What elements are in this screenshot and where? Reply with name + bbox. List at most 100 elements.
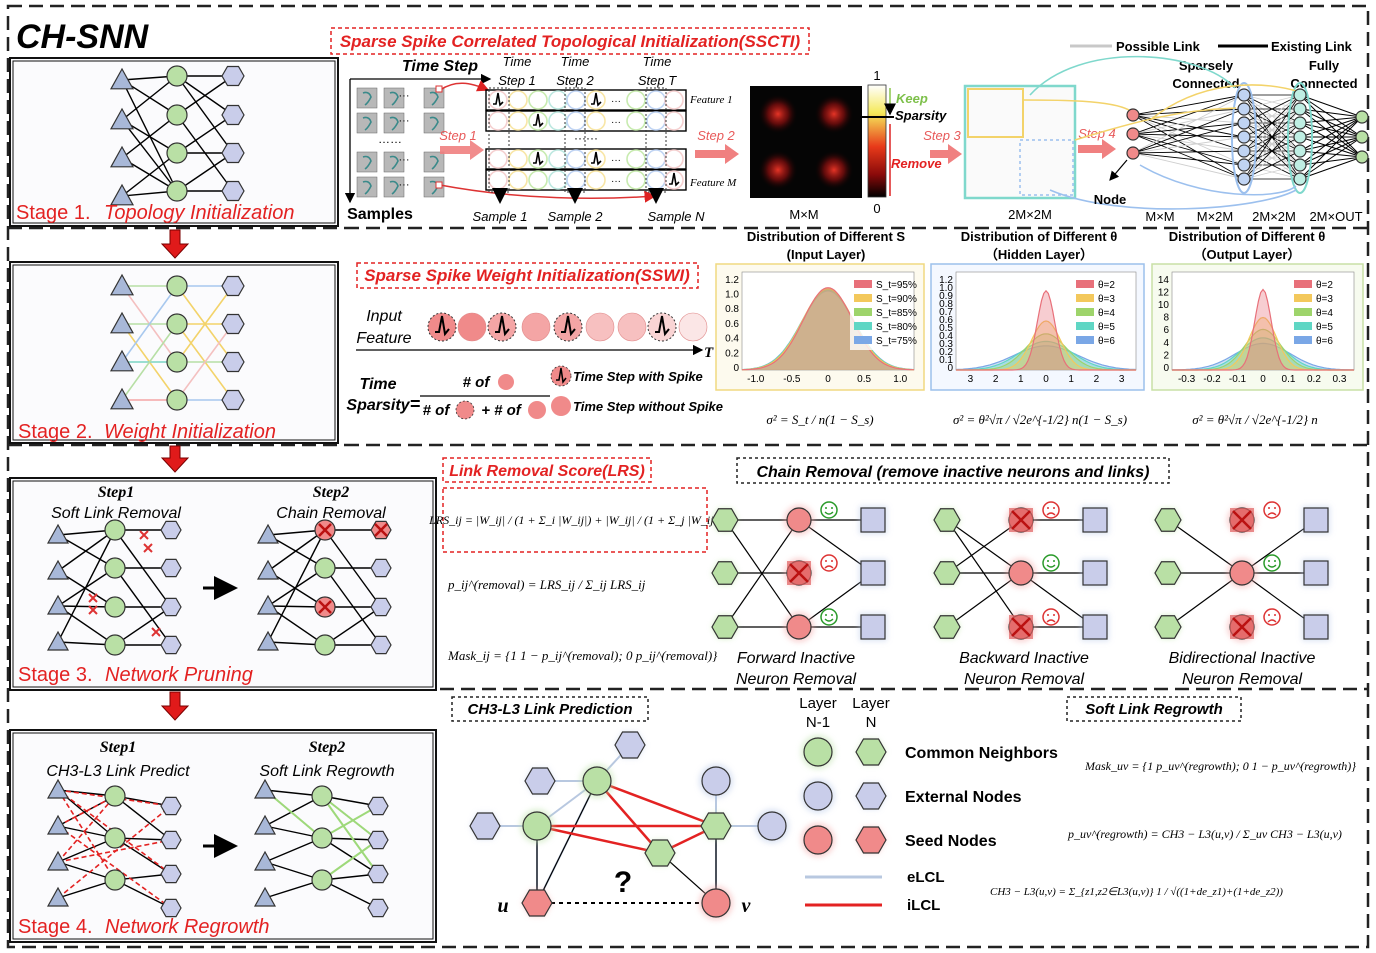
predicted-link: [57, 825, 172, 909]
stage3-soft-link-removal: Soft Link Removal: [51, 505, 181, 522]
legend-swatch: [1294, 336, 1312, 344]
output-node: [367, 898, 389, 918]
x-tick-label: -1.0: [747, 374, 765, 385]
time-step-bubble: [521, 312, 551, 342]
sample-link-bottom: [439, 184, 657, 203]
hidden-neuron: [1237, 88, 1251, 102]
time-step-circle: [626, 170, 646, 190]
neighbor-link: [536, 780, 598, 904]
stage2-label-prefix: Stage 2.: [18, 421, 93, 443]
ch3-formula: CH3 − L3(u,v) = Σ_{z1,z2∈L3(u,v)} 1 / √(…: [990, 886, 1283, 898]
stage2-label-name: Weight Initialization: [104, 421, 276, 443]
ts2-b: Step 2: [556, 73, 594, 88]
series-line: [955, 345, 1137, 371]
sparse-link: [1132, 94, 1245, 116]
dim-mx2m: M×2M: [1197, 209, 1233, 224]
predicted-link: [57, 789, 116, 881]
ch3-node-ext: [524, 767, 556, 795]
stage4-link-predict: CH3-L3 Link Predict: [46, 763, 190, 780]
mnist-row-dots: ···: [399, 115, 410, 127]
y-tick-label: 8: [1163, 313, 1169, 324]
forward-b: Neuron Removal: [736, 671, 857, 688]
hidden-neuron: [1293, 172, 1307, 186]
input-node: [46, 559, 70, 580]
legend-common-circle: [803, 737, 833, 767]
spike-row-dots: ···: [611, 176, 621, 187]
hidden-node: [311, 827, 333, 849]
mnist-thumbnail: [383, 112, 405, 134]
y-tick-label: 0.3: [939, 339, 953, 350]
layer-n-a: Layer: [852, 695, 890, 712]
legend-label: θ=6: [1098, 336, 1115, 347]
time-step-circle: [646, 111, 666, 131]
link: [324, 606, 382, 646]
spike-row-dots: ···: [611, 117, 621, 128]
mnist-digit-stroke: [362, 180, 372, 195]
y-tick-label: 0.1: [939, 355, 953, 366]
formula-hidden: σ² = θ²√π / √2e^{-1/2} n(1 − S_s): [953, 412, 1127, 427]
output-neuron: [1303, 560, 1329, 586]
fully-connected-link: [1299, 156, 1363, 180]
x-tick-label: 0: [1260, 374, 1266, 385]
dim-2mxout: 2M×OUT: [1309, 209, 1362, 224]
output-neuron: [860, 560, 886, 586]
sample-n-label: Sample N: [647, 209, 705, 224]
sample-link-top: [439, 80, 490, 92]
time-step-circle: [508, 90, 528, 110]
hidden-node: [166, 142, 188, 164]
time-step-circle: [646, 170, 666, 190]
colorbar-top: 1: [873, 68, 880, 83]
stage4-box: Step1 CH3-L3 Link Predict Step2 Soft Lin…: [9, 729, 437, 943]
y-tick-label: 0.5: [939, 323, 953, 334]
legend-common-hex: [855, 738, 887, 766]
output-neuron: [1082, 560, 1108, 586]
input-neuron: [711, 615, 739, 639]
removed-node-mark: [789, 563, 809, 583]
removed-node-mark: [1011, 510, 1031, 530]
fully-connected-link: [1299, 136, 1363, 152]
stage2-box: Stage 2. Weight Initialization: [9, 261, 339, 444]
mnist-thumbnail: [383, 87, 405, 109]
legend-swatch: [1294, 308, 1312, 316]
hidden-neuron: [1008, 560, 1034, 586]
legend-external-hex: [855, 782, 887, 810]
stage-arrows: [160, 229, 190, 721]
output-node: [367, 864, 389, 884]
ch3-node-seed: [701, 888, 731, 918]
hidden-neuron: [1237, 172, 1251, 186]
input-node: [46, 814, 70, 835]
link: [121, 323, 178, 401]
time-step-circle: [566, 149, 586, 169]
step3-label: Step 3: [923, 128, 961, 143]
formula-input: σ² = S_t / n(1 − S_s): [766, 412, 873, 427]
x-tick-label: 2: [1094, 374, 1100, 385]
with-spike-label: Time Step with Spike: [573, 369, 703, 384]
series-area: [742, 287, 914, 370]
output-node: [367, 830, 389, 850]
link: [724, 519, 800, 628]
possible-link-label: Possible Link: [1116, 39, 1201, 54]
input-neuron: [711, 561, 739, 585]
link: [114, 795, 172, 841]
x-tick-label: 1: [1018, 374, 1024, 385]
time-step-circle: [664, 90, 684, 110]
input-node: [253, 778, 277, 799]
output-node: [160, 558, 182, 578]
mnist-row-dots: ···: [399, 154, 410, 166]
soft-regrowth-title-box: [1066, 696, 1242, 722]
series-line: [741, 287, 915, 371]
mnist-thumbnail: [356, 112, 378, 134]
stage3-box: Step1 Soft Link Removal Step2 Chain Remo…: [9, 477, 437, 691]
input-node: [253, 886, 277, 907]
time-step-bubble: [457, 312, 487, 342]
mnist-row-dots: ···: [399, 90, 410, 102]
link: [114, 606, 172, 646]
x-tick-label: 0.2: [1307, 374, 1321, 385]
neuron-status-face-mouth: [1267, 564, 1277, 568]
hidden-node: [166, 389, 188, 411]
spike-row-box: [485, 89, 687, 111]
link: [176, 285, 234, 363]
fully-connected-label: Connected: [1290, 76, 1357, 91]
den-b-label: + # of: [481, 402, 523, 419]
dist-input-sub: (Input Layer): [787, 247, 866, 262]
